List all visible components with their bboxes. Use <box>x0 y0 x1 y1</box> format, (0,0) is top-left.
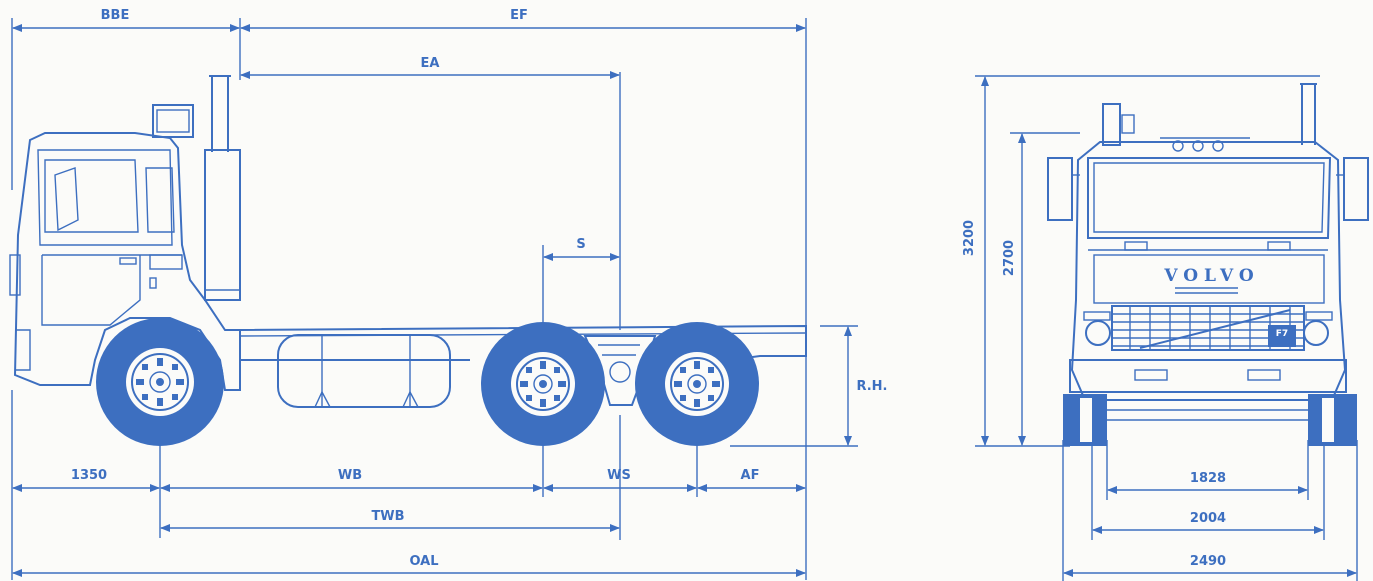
height-cab-label: 2700 <box>1002 240 1017 276</box>
bbe-label: BBE <box>101 8 130 23</box>
model-badge: F7 <box>1276 329 1288 339</box>
left-headlight <box>1085 320 1111 346</box>
front-view: 3200 2700 1828 2004 2490 VOLVO <box>962 75 1369 581</box>
oal-label: OAL <box>409 554 438 569</box>
af-label: AF <box>741 468 760 483</box>
width-overall-label: 2490 <box>1190 554 1226 569</box>
wb-label: WB <box>338 468 362 483</box>
side-view: BBE EF EA S R.H. 1350 WB WS AF TWB OAL <box>9 8 888 580</box>
track-rear-label: 1828 <box>1190 471 1226 486</box>
roof-lights <box>1160 137 1250 152</box>
twb-label: TWB <box>371 509 404 524</box>
side-dimension-arrows <box>12 24 852 577</box>
side-extension-lines <box>11 18 858 580</box>
front-overhang-label: 1350 <box>71 468 107 483</box>
rear-wheel-1 <box>481 322 605 446</box>
rh-label: R.H. <box>856 379 887 394</box>
track-front-label: 2004 <box>1190 511 1226 526</box>
truck-side-illustration <box>9 75 807 408</box>
ef-label: EF <box>510 8 528 23</box>
ws-label: WS <box>607 468 631 483</box>
front-dimension-arrows <box>981 76 1357 577</box>
height-overall-label: 3200 <box>962 220 977 256</box>
front-wheel <box>96 318 224 446</box>
brand-logo: VOLVO <box>1163 266 1259 286</box>
front-extension-lines <box>975 75 1358 581</box>
rear-wheel-2 <box>635 322 759 446</box>
logo-stripes <box>1175 287 1238 294</box>
truck-front-illustration: VOLVO <box>1047 83 1369 446</box>
ea-label: EA <box>421 56 440 71</box>
s-label: S <box>576 237 585 252</box>
right-headlight <box>1303 320 1329 346</box>
